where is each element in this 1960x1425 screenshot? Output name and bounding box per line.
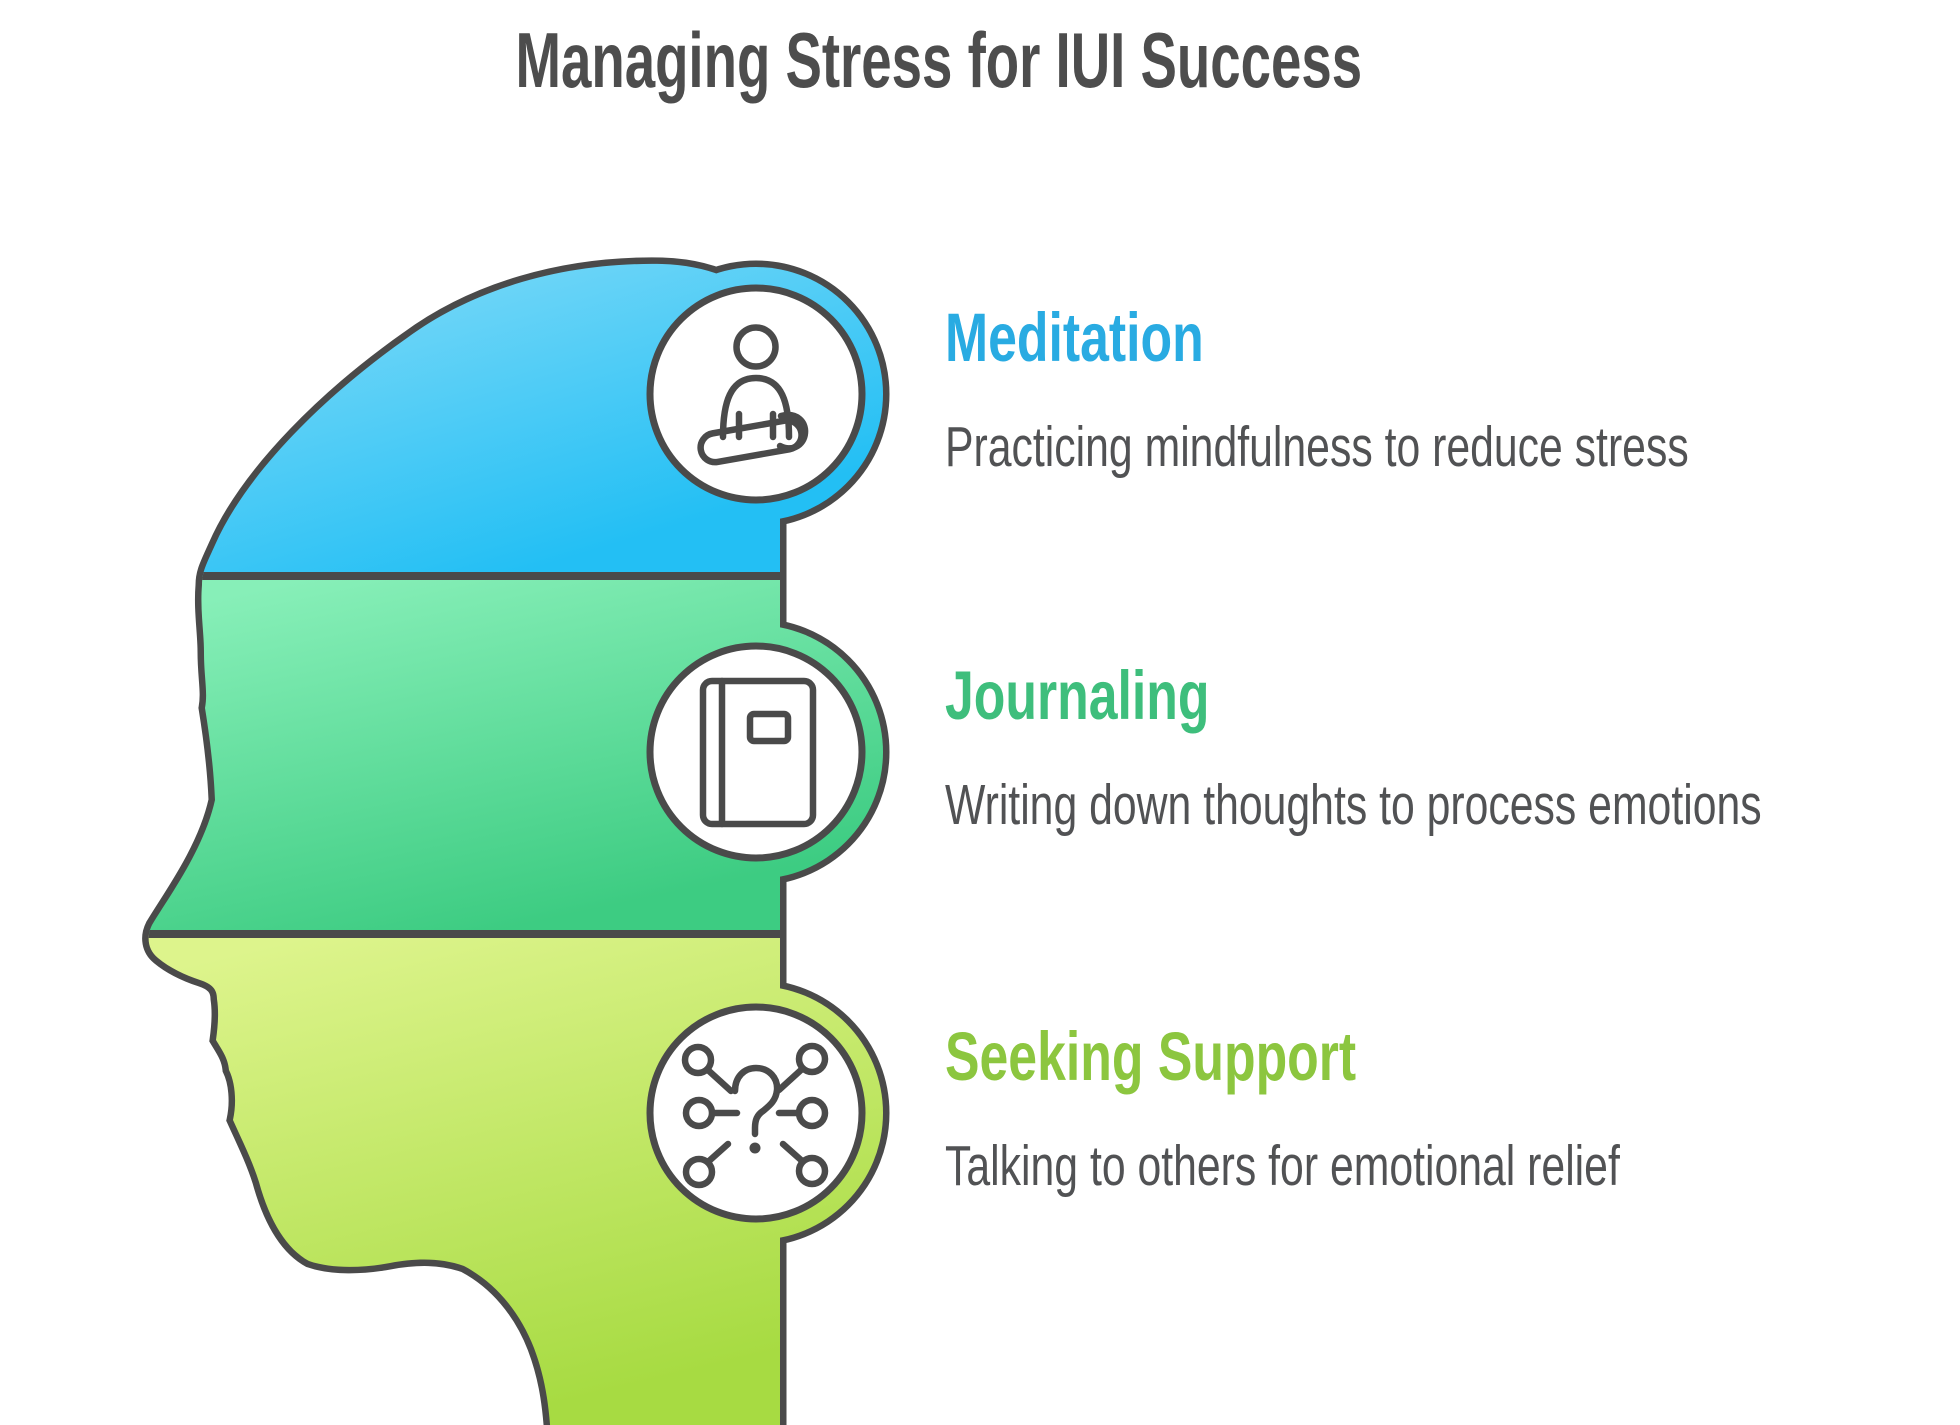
seeking-support-heading: Seeking Support: [945, 1018, 1357, 1095]
meditation-medallion: [646, 284, 866, 504]
journal-notebook-icon: [699, 677, 817, 828]
link-top-left: [705, 1067, 735, 1095]
seeking-support-description: Talking to others for emotional relief: [945, 1134, 1620, 1198]
page-title: Managing Stress for IUI Success: [515, 16, 1363, 104]
journal-label: [746, 710, 792, 745]
meditation-person-icon: [697, 324, 809, 466]
section-dividers: [148, 572, 820, 938]
journaling-description: Writing down thoughts to process emotion…: [945, 773, 1762, 837]
meditation-legs: [697, 417, 805, 466]
node-top-left: [681, 1043, 715, 1077]
journal-cover: [699, 677, 817, 828]
meditation-foot-hook: [776, 411, 809, 452]
meditation-head: [733, 324, 779, 370]
link-bottom-left: [705, 1140, 732, 1165]
seeking-medallion: [646, 1003, 866, 1223]
question-dot: [749, 1142, 761, 1154]
meditation-torso: [719, 374, 793, 441]
node-top-right: [795, 1042, 829, 1076]
node-bottom-left: [682, 1155, 716, 1189]
link-top-right: [775, 1066, 805, 1094]
link-bottom-right: [779, 1140, 805, 1164]
meditation-description: Practicing mindfulness to reduce stress: [945, 415, 1689, 479]
network-question-icon: [681, 1042, 829, 1189]
node-bottom-right: [795, 1154, 829, 1188]
journaling-heading: Journaling: [945, 657, 1210, 734]
meditation-heading: Meditation: [945, 299, 1204, 376]
